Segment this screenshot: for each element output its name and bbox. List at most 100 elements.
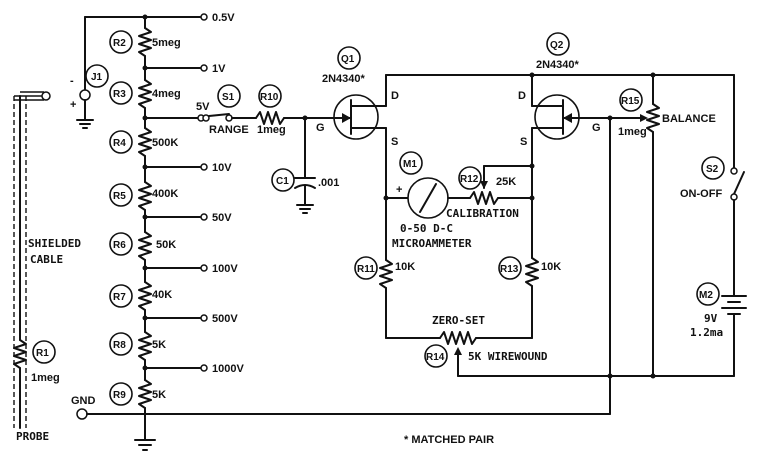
label-500v: 500V [212,313,238,325]
r6-zigzag [138,231,152,261]
tap-terminal-0-5v[interactable] [200,13,208,21]
label-q1-s: S [391,136,398,148]
label-0-5v: 0.5V [212,12,235,24]
m1-plus: + [396,184,402,196]
range-switch-s1[interactable] [202,113,233,122]
tap-terminal-10v[interactable] [200,163,208,171]
tag-r6: R6 [113,240,126,251]
tag-r14: R14 [426,352,445,363]
tag-c1: C1 [276,176,289,187]
label-probe: PROBE [16,430,49,443]
gnd-terminal[interactable] [76,408,88,420]
r15-zigzag [646,103,660,133]
tag-r13: R13 [500,264,519,275]
j1-plus: + [70,99,76,111]
value-r1: 1meg [31,372,60,384]
value-r7: 40K [152,289,172,301]
part-q1: 2N4340* [322,73,366,85]
transistor-q1 [333,94,387,140]
m2-current: 1.2ma [690,326,723,339]
label-q1-d: D [391,90,399,102]
r8-zigzag [138,331,152,361]
r13-zigzag [525,257,539,287]
tap-terminal-500v[interactable] [200,314,208,322]
label-gnd: GND [71,395,96,407]
tap-terminal-1000v[interactable] [200,364,208,372]
value-r4: 500K [152,137,178,149]
switch-s2-blade[interactable] [733,171,745,195]
label-s1-5v: 5V [196,101,210,113]
value-r10: 1meg [257,124,286,136]
tag-r15: R15 [621,96,640,107]
label-1v: 1V [212,63,226,75]
tag-r1: R1 [36,348,49,359]
r7-zigzag [138,281,152,311]
r9-zigzag [138,379,152,409]
r11-zigzag [379,259,393,289]
label-q2-d: D [518,90,526,102]
tag-r2: R2 [113,38,126,49]
r1-zigzag [13,339,27,369]
label-q1-g: G [316,122,325,134]
tap-terminal-50v[interactable] [200,213,208,221]
divider-tags: R2 5meg R3 4meg R4 500K R5 400K R6 50K R… [109,30,181,406]
tag-s2: S2 [706,164,719,175]
label-shielded: SHIELDED [28,237,81,250]
divider-chain [134,16,156,451]
tag-s1: S1 [222,92,235,103]
tag-r10: R10 [260,92,279,103]
cable-plug [41,91,51,101]
r2-zigzag [138,27,152,57]
value-r15: 1meg [618,126,647,138]
tag-r5: R5 [113,191,126,202]
transistor-q2 [531,94,611,140]
tag-m1: M1 [403,159,417,170]
tag-m2: M2 [699,290,713,301]
r10-zigzag [255,111,285,125]
shielded-cable [13,91,51,428]
j1-minus: - [70,75,74,87]
tag-r4: R4 [113,138,126,149]
tag-r9: R9 [113,390,126,401]
m1-desc-2: MICROAMMETER [392,237,472,250]
value-r3: 4meg [152,88,181,100]
value-r11: 10K [395,261,415,273]
label-onoff: ON-OFF [680,188,722,200]
label-calibration: CALIBRATION [446,207,519,220]
label-cable: CABLE [30,253,63,266]
tag-r12: R12 [460,174,479,185]
jack-j1[interactable] [76,16,146,129]
r14-zigzag [439,331,477,345]
tag-q1: Q1 [341,54,355,65]
label-100v: 100V [212,263,238,275]
value-r14: 5K WIREWOUND [468,350,548,363]
tag-r11: R11 [357,264,375,275]
m1-desc-1: 0-50 D-C [400,222,453,235]
footnote-matched-pair: * MATCHED PAIR [404,434,494,446]
value-r9: 5K [152,389,166,401]
r12-zigzag [469,191,499,205]
label-balance: BALANCE [662,113,716,125]
tap-terminal-1v[interactable] [200,64,208,72]
tap-terminal-100v[interactable] [200,264,208,272]
tag-j1: J1 [91,72,103,83]
tag-r8: R8 [113,340,126,351]
r3-zigzag [138,79,152,109]
tag-r3: R3 [113,89,126,100]
tag-q2: Q2 [550,40,564,51]
value-r2: 5meg [152,37,181,49]
r4-zigzag [138,127,152,157]
part-q2: 2N4340* [536,59,580,71]
label-zeroset: ZERO-SET [432,314,485,327]
value-r5: 400K [152,188,178,200]
r5-zigzag [138,181,152,211]
value-c1: .001 [318,177,339,189]
label-q2-s: S [520,136,527,148]
value-r6: 50K [156,239,176,251]
label-10v: 10V [212,162,232,174]
value-r8: 5K [152,339,166,351]
m2-voltage: 9V [704,312,718,325]
label-1000v: 1000V [212,363,244,375]
label-q2-g: G [592,122,601,134]
